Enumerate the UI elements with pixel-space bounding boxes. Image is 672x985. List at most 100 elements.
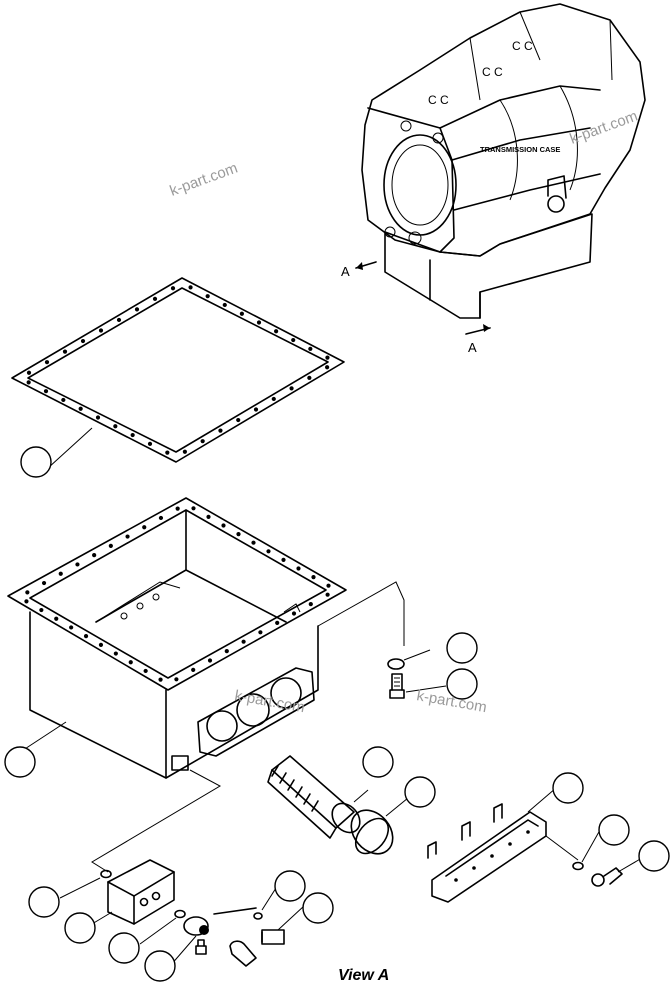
bolt-hole (39, 607, 44, 613)
bolt-hole (78, 406, 83, 411)
callout-circles (4, 446, 670, 982)
svg-text:A: A (341, 264, 350, 279)
bolt-hole (289, 386, 294, 391)
bolt-hole (142, 525, 147, 530)
callout-circle (598, 814, 630, 846)
bolt-hole (116, 317, 122, 323)
bolt-hole (206, 514, 211, 520)
bolt-hole (41, 580, 47, 586)
bolt-hole (291, 337, 296, 343)
transmission-case: C C C C C C (361, 3, 646, 319)
bolt-hole (251, 540, 256, 545)
svg-text:C C: C C (482, 65, 503, 79)
bolt-hole (158, 677, 163, 682)
bolt-hole (224, 649, 229, 654)
bolt-hole (143, 668, 148, 674)
bolt-hole (75, 562, 80, 567)
bolt-hole (205, 294, 210, 299)
svg-text:C C: C C (428, 93, 449, 107)
bolt-hole (43, 389, 49, 394)
bolt-hole (152, 296, 158, 301)
bolt-hole (239, 311, 244, 316)
bolt-hole (134, 307, 140, 312)
view-arrow-upper: A (341, 261, 377, 279)
bolt-hole (311, 575, 316, 580)
bolt-hole (188, 285, 193, 290)
view-arrow-lower: A (465, 324, 491, 355)
bolt-hole (296, 566, 301, 571)
bolt-hole (113, 651, 118, 656)
callout-circle (302, 892, 334, 924)
bolt-hole (92, 553, 97, 558)
bolt-hole (98, 328, 104, 333)
callout-circle (446, 668, 478, 700)
bolt-hole (26, 380, 31, 385)
bolt-hole (218, 428, 223, 433)
callout-circle (274, 870, 306, 902)
cover-screw (472, 866, 476, 870)
leader-lines (59, 649, 643, 967)
bolt-hole (207, 658, 213, 663)
callout-circle (404, 776, 436, 808)
bolt-hole (326, 583, 331, 588)
bolt-hole (222, 302, 227, 308)
callout-circle (20, 446, 52, 478)
bolt-hole (258, 630, 263, 635)
bolt-hole (26, 370, 32, 375)
svg-text:C C: C C (512, 39, 533, 53)
cover-screw (454, 878, 458, 882)
watermark: k-part.com (168, 160, 240, 200)
bolt-hole (69, 625, 74, 630)
bolt-hole (125, 534, 130, 539)
view-title: View A (338, 967, 389, 984)
strainer-rib (287, 779, 295, 791)
bolt-hole (158, 515, 164, 521)
bolt-hole (271, 396, 276, 402)
bolt-hole (61, 397, 66, 403)
bolt-hole (256, 320, 262, 325)
bolt-hole (174, 677, 179, 682)
bolt-hole (25, 590, 30, 595)
bolt-hole (308, 346, 313, 351)
bolt-hole (58, 571, 63, 576)
bolt-hole (80, 338, 86, 344)
bolt-hole (221, 523, 226, 528)
bolt-hole (170, 286, 176, 291)
callout-circle (28, 886, 60, 918)
cover-screw (526, 830, 530, 834)
bolt-hole (291, 611, 297, 616)
bolt-hole (325, 592, 330, 597)
bolt-hole (325, 365, 330, 370)
strainer-rib (279, 772, 287, 784)
bolt-hole (253, 407, 259, 412)
callout-circle (362, 746, 394, 778)
cover-plate (427, 803, 579, 903)
bolt-hole (308, 602, 313, 607)
cover-screw (508, 842, 512, 846)
callout-circle (64, 912, 96, 944)
bolt-hole (62, 349, 68, 354)
bolt-hole (175, 506, 180, 511)
bolt-hole (54, 616, 59, 621)
strainer-rib (295, 786, 303, 798)
bolt-hole (236, 417, 241, 423)
bolt-hole (274, 329, 279, 334)
bolt-hole (307, 375, 312, 380)
bolt-hole (266, 549, 271, 554)
gasket (11, 277, 345, 469)
watermark: k-part.com (568, 108, 640, 148)
callout-circle (4, 746, 36, 778)
bolt-hole (95, 415, 101, 420)
bolt-hole (182, 449, 187, 454)
callout-circle (446, 632, 478, 664)
cover-screw (490, 854, 494, 858)
callout-circle (144, 950, 176, 982)
bolt-hole (236, 532, 241, 537)
bolt-hole (108, 543, 113, 548)
bolt-hole (24, 599, 29, 604)
strainer (267, 755, 409, 855)
bolt-hole (241, 639, 246, 644)
oil-pan (7, 497, 405, 873)
bolt-hole (98, 642, 104, 647)
bolt-hole (325, 355, 330, 360)
